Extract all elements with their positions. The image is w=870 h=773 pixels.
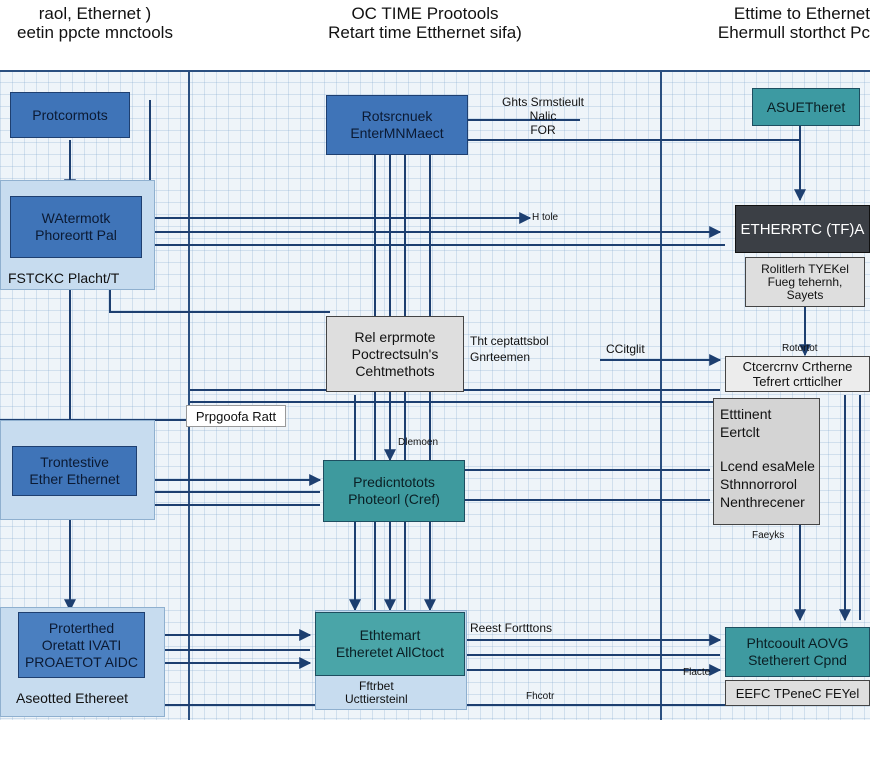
protocols-box-label: Protcormots bbox=[32, 106, 108, 123]
header-center: OC TIME Prootools Retart time Etthernet … bbox=[270, 4, 580, 42]
rel-erprmote-box-line2: Poctrectsuln's bbox=[351, 345, 439, 362]
asuetheret-box: ASUETheret bbox=[752, 88, 860, 126]
annotation-a4: CCitglit bbox=[606, 342, 645, 356]
header-center-line1: OC TIME Prootools bbox=[351, 4, 499, 23]
protected-box-line3: PROAETOT AIDC bbox=[24, 653, 139, 670]
etttinent-line4: Sthnnorrorol bbox=[720, 476, 798, 492]
predicntotots-box-line2: Photeorl (Cref) bbox=[348, 491, 440, 507]
annotation-a8: Faeyks bbox=[752, 530, 785, 541]
header-right: Ettime to Ethernet Ehermull storthct Pc bbox=[680, 4, 870, 42]
watermark-box-line2: Phoreortt Pal bbox=[35, 227, 117, 243]
ethtemart-caption: Fftrbet Ucttiersteinl bbox=[345, 680, 408, 706]
annotation-a11: Fhcotr bbox=[526, 691, 555, 702]
etherrtc-sub-line3: Sayets bbox=[786, 287, 824, 302]
protected-caption: Aseotted Ethereet bbox=[16, 690, 129, 706]
etherrtc-sub-line1: Rolitlerh TYEKel bbox=[761, 261, 849, 276]
annotation-a6: Dlemoen bbox=[398, 437, 439, 448]
eefc-box-label: EEFC TPeneC FEYel bbox=[735, 685, 860, 701]
annotation-a1-line1: Ghts Srmstieult bbox=[502, 95, 585, 109]
phtcooult-box-line1: Phtcooult AOVG bbox=[746, 635, 849, 651]
wire bbox=[109, 290, 330, 313]
column-divider-left bbox=[188, 70, 190, 720]
header-rule bbox=[0, 70, 870, 72]
annotation-a9: Reest Fortttons bbox=[470, 621, 553, 635]
annotation-a3-line2: Gnrteemen bbox=[470, 350, 531, 364]
annotation-a10: Flacte bbox=[683, 667, 711, 678]
transitive-box: Trontestive Ether Ethernet bbox=[12, 446, 137, 496]
rel-erprmote-box-line1: Rel erprmote bbox=[354, 328, 436, 345]
asuetheret-box-label: ASUETheret bbox=[766, 98, 846, 115]
annotation-a2: H tole bbox=[532, 212, 559, 223]
ethtemart-box: Ethtemart Etheretet AllCtoct bbox=[315, 612, 465, 676]
watermark-box: WAtermotk Phoreortt Pal bbox=[10, 196, 142, 258]
column-divider-right bbox=[660, 70, 662, 720]
phtcooult-box: Phtcooult AOVG Stetherert Cpnd bbox=[725, 627, 870, 677]
protocols-box: Protcormots bbox=[10, 92, 130, 138]
eefc-box: EEFC TPeneC FEYel bbox=[725, 680, 870, 706]
etttinent-line1: Etttinent bbox=[720, 406, 772, 422]
etttinent-box: Etttinent Eertclt Lcend esaMele Sthnnorr… bbox=[713, 398, 820, 525]
ctcercrnv-box-line1: Ctcercrnv Crtherne bbox=[742, 359, 853, 374]
etherrtc-box-label: ETHERRTC (TF)A bbox=[740, 220, 865, 238]
predicntotots-box-line1: Predicntotots bbox=[353, 474, 435, 490]
etttinent-line2: Eertclt bbox=[720, 424, 760, 440]
header-left-line1: raol, Ethernet ) bbox=[38, 4, 152, 23]
watermark-caption: FSTCKC Placht/T bbox=[8, 270, 120, 286]
header-right-line1: Ettime to Ethernet bbox=[733, 4, 870, 23]
annotation-a3: Tht ceptattsbol Gnrteemen bbox=[470, 333, 549, 365]
annotation-a7: Rotortot bbox=[782, 343, 818, 354]
rotsrcnuek-box: Rotsrcnuek EnterMNMaect bbox=[326, 95, 468, 155]
predicntotots-box: Predicntotots Photeorl (Cref) bbox=[323, 460, 465, 522]
etttinent-line3: Lcend esaMele bbox=[720, 458, 815, 474]
rel-erprmote-box: Rel erprmote Poctrectsuln's Cehtmethots bbox=[326, 316, 464, 392]
transitive-box-line1: Trontestive bbox=[40, 454, 109, 470]
annotation-a3-line1: Tht ceptattsbol bbox=[470, 334, 549, 348]
ethtemart-caption-line2: Ucttiersteinl bbox=[345, 692, 408, 706]
protected-box-line2: Oretatt IVATI bbox=[41, 636, 122, 653]
ctcercrnv-box: Ctcercrnv Crtherne Tefrert crtticlher bbox=[725, 356, 870, 392]
wire bbox=[468, 139, 806, 202]
ethtemart-box-line2: Etheretet AllCtoct bbox=[335, 644, 445, 660]
annotation-a1-line3: FOR bbox=[530, 123, 556, 137]
etttinent-line5: Nenthrecener bbox=[720, 494, 805, 510]
etherrtc-sub-line2: Fueg tehernh, bbox=[767, 274, 843, 289]
etherrtc-box: ETHERRTC (TF)A bbox=[735, 205, 870, 253]
ethtemart-box-line1: Ethtemart bbox=[359, 627, 421, 643]
rel-erprmote-box-line3: Cehtmethots bbox=[355, 362, 435, 379]
header-left: raol, Ethernet ) eetin ppcte mnctools bbox=[0, 4, 190, 42]
ethtemart-caption-line1: Fftrbet bbox=[359, 679, 394, 693]
annotation-a1: Ghts Srmstieult Nalic FOR bbox=[502, 95, 584, 137]
annotation-a1-line2: Nalic bbox=[529, 109, 557, 123]
header-left-line2: eetin ppcte mnctools bbox=[17, 23, 173, 42]
rotsrcnuek-box-line1: Rotsrcnuek bbox=[361, 108, 433, 124]
protected-box: Proterthed Oretatt IVATI PROAETOT AIDC bbox=[18, 612, 145, 678]
watermark-box-line1: WAtermotk bbox=[41, 210, 111, 226]
rotsrcnuek-box-line2: EnterMNMaect bbox=[350, 125, 444, 141]
etherrtc-sub-box: Rolitlerh TYEKel Fueg tehernh, Sayets bbox=[745, 257, 865, 307]
annotation-a5: Prpgoofa Ratt bbox=[195, 408, 277, 424]
annotation-a5-box: Prpgoofa Ratt bbox=[186, 405, 286, 427]
ctcercrnv-box-line2: Tefrert crtticlher bbox=[752, 374, 843, 389]
transitive-box-line2: Ether Ethernet bbox=[29, 471, 120, 487]
protected-box-line1: Proterthed bbox=[48, 619, 115, 636]
phtcooult-box-line2: Stetherert Cpnd bbox=[748, 652, 847, 668]
header-right-line2: Ehermull storthct Pc bbox=[717, 23, 870, 42]
header-center-line2: Retart time Etthernet sifa) bbox=[328, 23, 522, 42]
